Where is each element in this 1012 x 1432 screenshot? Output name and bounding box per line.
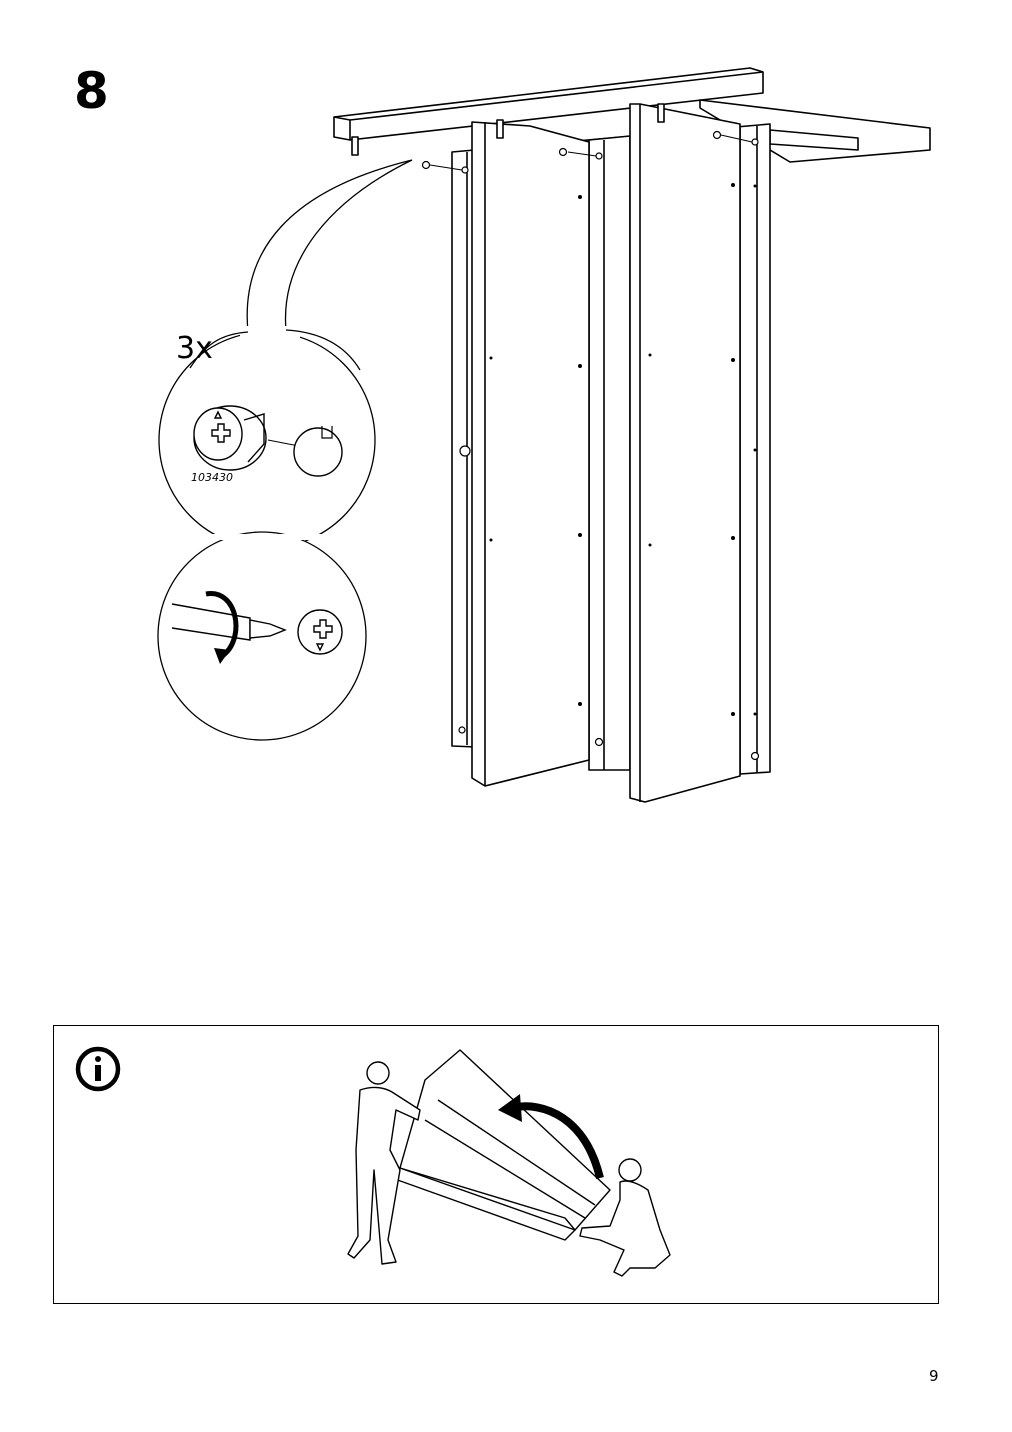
page-number: 9	[929, 1367, 939, 1385]
rotate-arrow-icon	[205, 591, 239, 659]
info-box	[53, 1025, 939, 1304]
screwdriver-icon	[171, 603, 287, 641]
info-icon	[75, 1046, 121, 1092]
cam-lock-icon	[193, 405, 267, 471]
assembly-illustration	[157, 67, 931, 803]
quantity-label: 3x	[176, 331, 213, 366]
tip-illustration	[347, 1049, 671, 1277]
part-number: 103430	[191, 471, 233, 484]
step-number: 8	[74, 62, 109, 120]
